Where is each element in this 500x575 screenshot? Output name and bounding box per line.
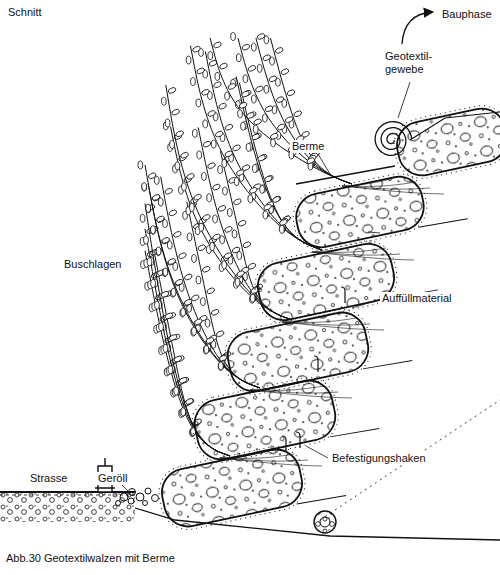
part-label: Geröll [96,472,129,485]
leader-line [306,446,328,458]
part-label: Berme [290,140,326,153]
fabric-sheet [410,112,500,140]
leader-line [352,300,378,308]
details [122,12,500,491]
road [0,458,135,522]
leader-line [398,82,410,118]
construction-arrow [402,12,432,44]
brush-layers [138,32,444,466]
gravel-heap [116,488,159,506]
fixing-hook [314,356,318,372]
part-label: Buschlagen [62,258,124,271]
fabric-spiral [375,122,412,156]
material-label: Geotextil- gewebe [383,50,451,76]
geotextile-rolls [154,93,500,535]
section-title: Schnitt [6,6,44,19]
phase-label: Bauphase [440,8,494,21]
leader-line [122,485,128,491]
geotextile-roll [288,161,468,255]
berm-line [296,166,395,184]
part-label: Befestigungshaken [330,452,428,465]
leader-line [368,232,380,233]
fixing-hook [296,432,300,448]
subsoil-line [320,400,500,520]
drain-pipe [314,511,336,533]
fixing-hook [341,287,345,303]
fixing-hook [282,436,286,452]
part-label: Auffüllmaterial [380,292,454,305]
leader-line [318,154,330,174]
figure-caption: Abb.30 Geotextilwalzen mit Berme [4,552,177,565]
part-label: Strasse [28,472,69,485]
